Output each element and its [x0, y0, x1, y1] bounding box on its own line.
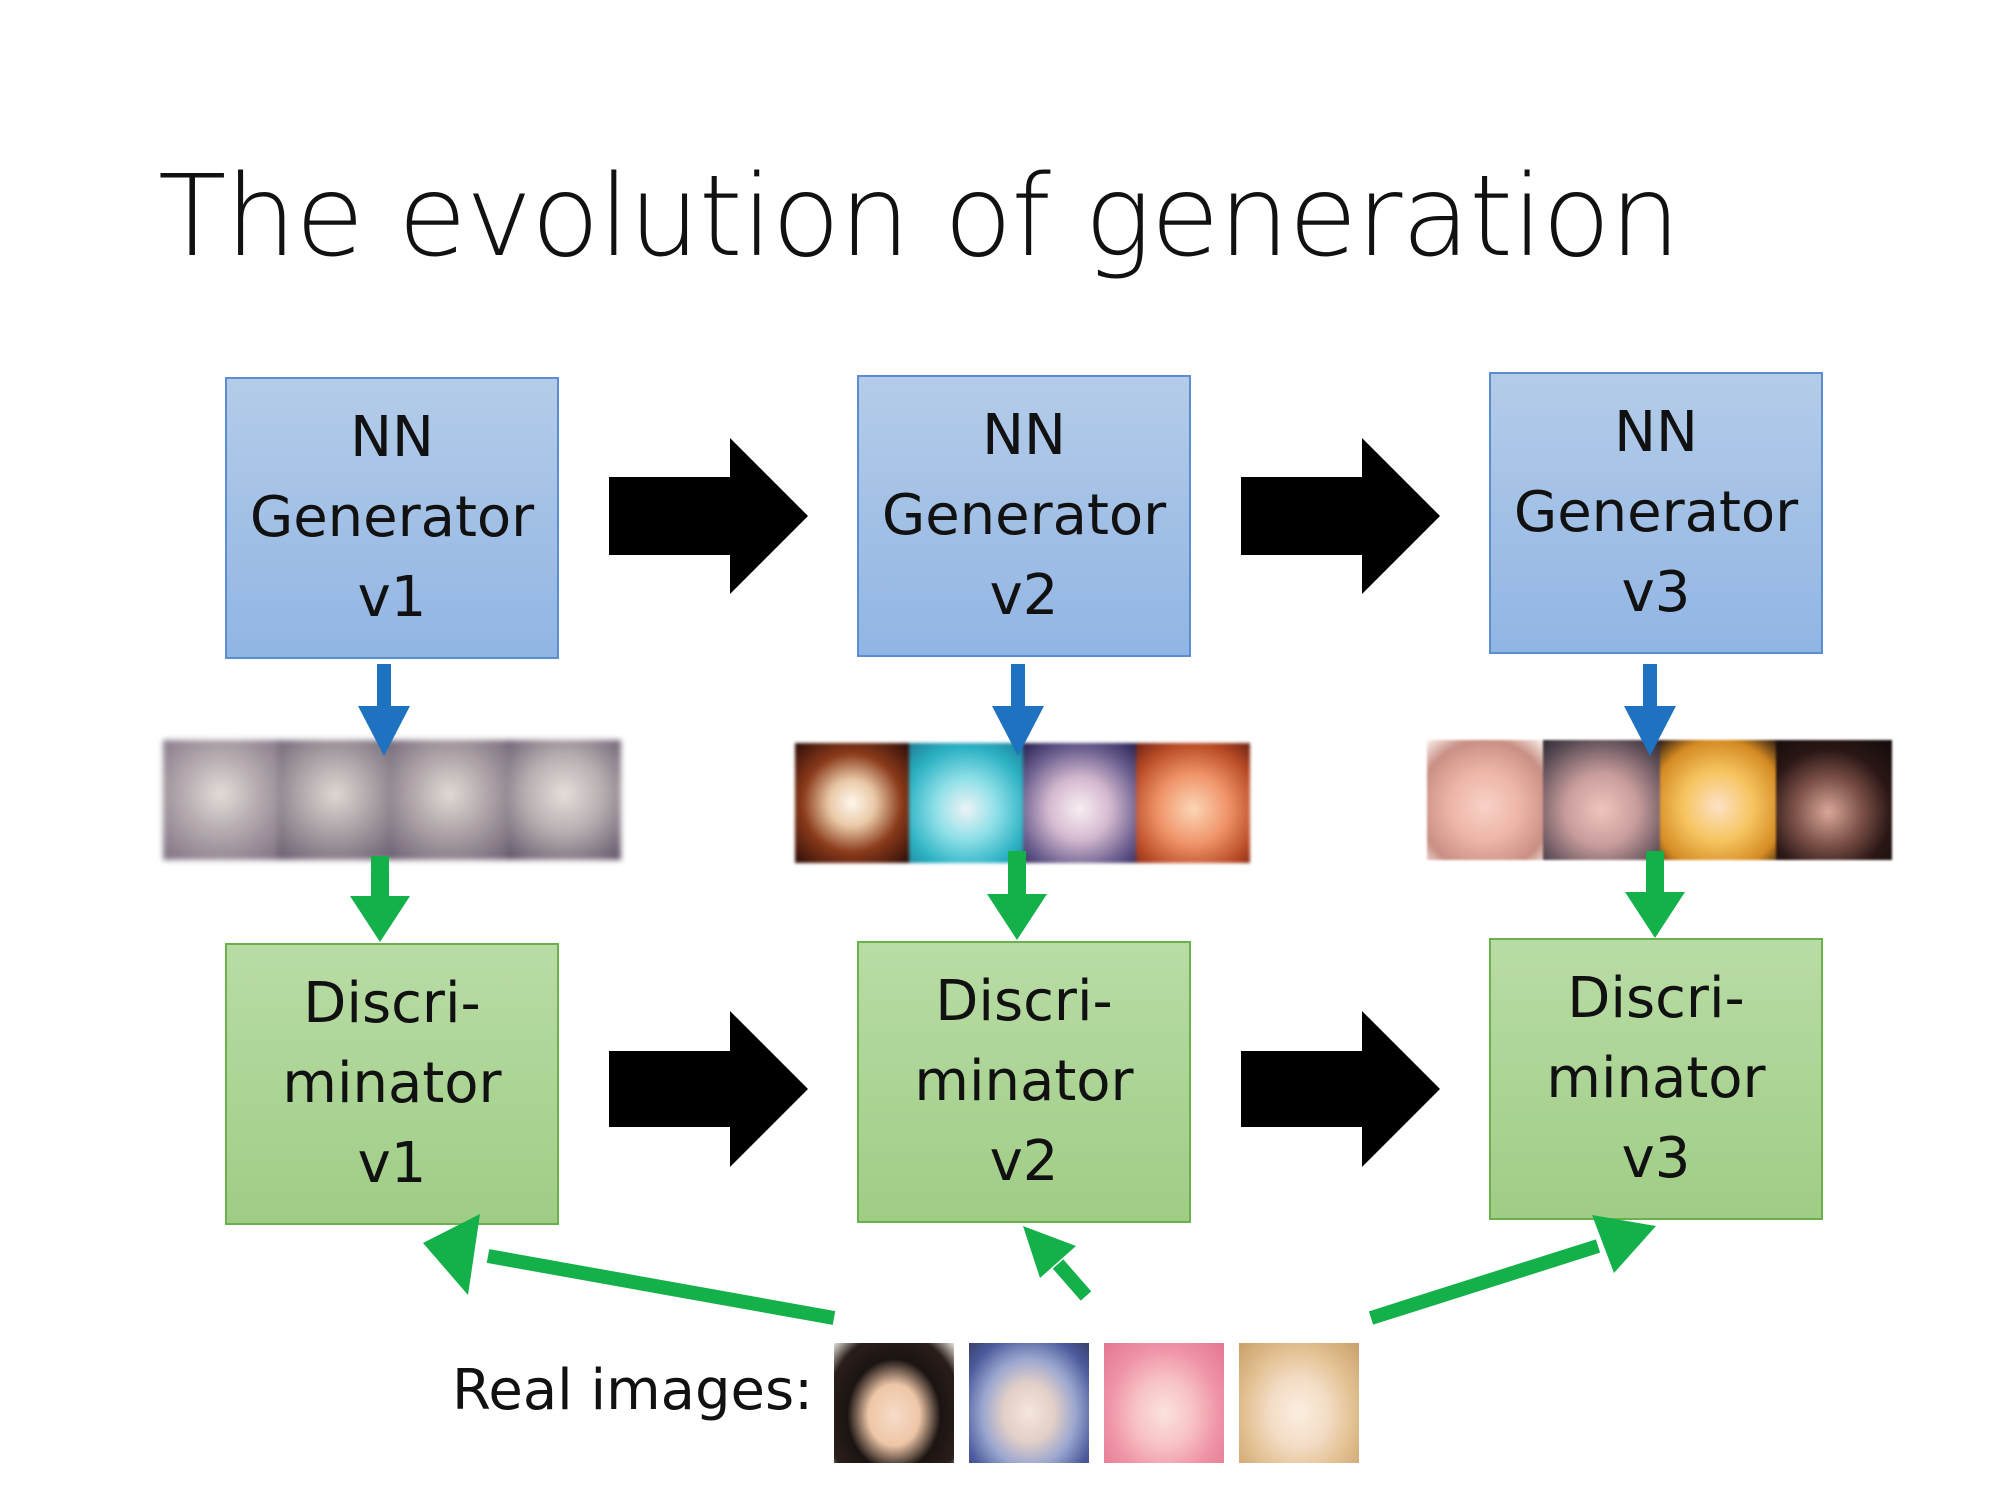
- generated-samples-v1: [163, 740, 621, 860]
- real-image-1: [834, 1343, 954, 1463]
- generator-v2-line2: Generator: [881, 483, 1167, 548]
- real-image-3: [1104, 1343, 1224, 1463]
- generated-image-v2-2: [908, 743, 1023, 863]
- green-arrow-real-v2: [1023, 1226, 1092, 1301]
- real-image-4: [1239, 1343, 1359, 1463]
- generator-v2-box: NN Generator v2: [857, 375, 1191, 657]
- discriminator-v2-line2: minator: [914, 1049, 1134, 1114]
- discriminator-v1-line2: minator: [282, 1051, 502, 1116]
- slide-title: The evolution of generation: [158, 152, 1681, 282]
- discriminator-v3-line2: minator: [1546, 1046, 1766, 1111]
- green-arrow-sample-v1: [350, 856, 410, 942]
- generated-samples-v2: [795, 743, 1250, 863]
- discriminator-v1-line1: Discri-: [303, 971, 481, 1036]
- generator-v3-box: NN Generator v3: [1489, 372, 1823, 654]
- generator-v1-line2: Generator: [249, 485, 535, 550]
- generator-v1-line3: v1: [357, 565, 427, 630]
- generated-image-v1-3: [392, 740, 507, 860]
- blue-arrow-v3: [1624, 664, 1676, 756]
- black-arrow-gen-1-2: [609, 438, 808, 594]
- generator-v1-box: NN Generator v1: [225, 377, 559, 659]
- discriminator-v3-line1: Discri-: [1567, 966, 1745, 1031]
- generated-image-v1-2: [277, 740, 392, 860]
- discriminator-v1-line3: v1: [357, 1131, 427, 1196]
- generated-samples-v3: [1427, 740, 1892, 860]
- green-arrow-real-v3: [1368, 1215, 1656, 1325]
- discriminator-v3-line3: v3: [1621, 1126, 1691, 1191]
- discriminator-v1-box: Discri- minator v1: [225, 943, 559, 1225]
- generated-image-v3-1: [1427, 740, 1544, 860]
- black-arrow-gen-2-3: [1241, 438, 1440, 594]
- blue-arrow-v2: [992, 664, 1044, 756]
- discriminator-v3-box: Discri- minator v3: [1489, 938, 1823, 1220]
- generator-v2-line1: NN: [982, 403, 1066, 468]
- discriminator-v2-line3: v2: [989, 1129, 1059, 1194]
- discriminator-v2-box: Discri- minator v2: [857, 941, 1191, 1223]
- generator-v2-line3: v2: [989, 563, 1059, 628]
- generator-v3-line3: v3: [1621, 560, 1691, 625]
- generated-image-v3-3: [1659, 740, 1776, 860]
- green-arrow-real-v1: [423, 1214, 836, 1325]
- blue-arrow-v1: [358, 664, 410, 756]
- real-image-2: [969, 1343, 1089, 1463]
- discriminator-v2-line1: Discri-: [935, 969, 1113, 1034]
- generated-image-v1-1: [163, 740, 278, 860]
- black-arrow-disc-2-3: [1241, 1011, 1440, 1167]
- generated-image-v3-2: [1543, 740, 1660, 860]
- generated-image-v2-3: [1022, 743, 1137, 863]
- green-arrow-sample-v3: [1625, 851, 1685, 938]
- green-arrow-sample-v2: [987, 851, 1047, 940]
- real-images-label: Real images:: [452, 1358, 813, 1423]
- generated-image-v2-1: [795, 743, 909, 863]
- generator-v3-line1: NN: [1614, 400, 1698, 465]
- black-arrow-disc-1-2: [609, 1011, 808, 1167]
- generated-image-v1-4: [506, 740, 621, 860]
- generated-image-v3-4: [1775, 740, 1892, 860]
- generator-v3-line2: Generator: [1513, 480, 1799, 545]
- generated-image-v2-4: [1136, 743, 1250, 863]
- generator-v1-line1: NN: [350, 405, 434, 470]
